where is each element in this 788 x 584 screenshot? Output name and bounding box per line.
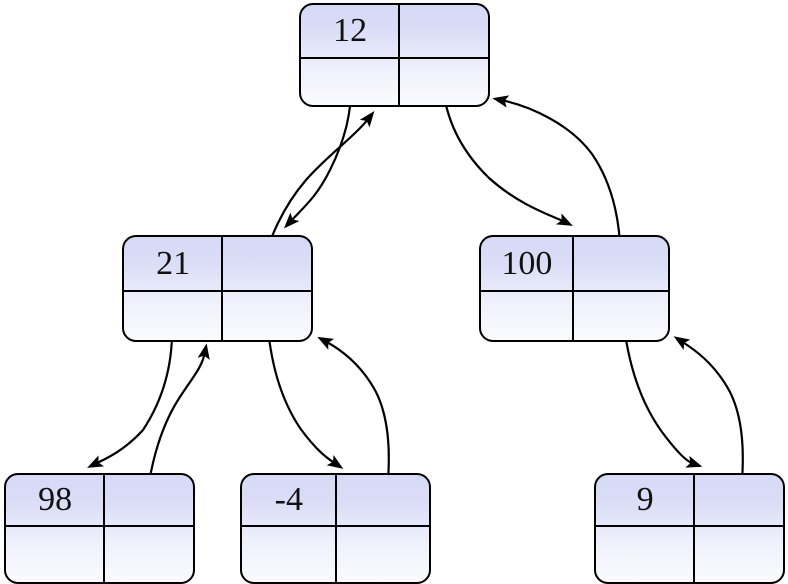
node-value-label: -4 — [274, 481, 303, 519]
node-value-cell: 98 — [6, 475, 104, 526]
tree-node[interactable]: 9 — [594, 473, 785, 584]
node-vertical-divider — [571, 237, 574, 340]
node-horizontal-divider — [6, 524, 193, 527]
tree-node[interactable]: 100 — [479, 235, 670, 342]
node-value-cell: 9 — [596, 475, 694, 526]
node-value-label: 21 — [156, 245, 191, 283]
tree-node[interactable]: -4 — [240, 473, 431, 584]
node-parent-slot — [104, 475, 193, 526]
node-horizontal-divider — [481, 290, 668, 293]
node-vertical-divider — [693, 475, 696, 582]
node-horizontal-divider — [124, 290, 311, 293]
node-value-cell: 100 — [481, 237, 573, 291]
node-horizontal-divider — [596, 524, 783, 527]
node-vertical-divider — [103, 475, 106, 582]
node-parent-slot — [222, 237, 311, 291]
node-left-child-slot — [481, 291, 573, 340]
node-left-child-slot — [596, 526, 694, 583]
node-value-cell: 12 — [301, 5, 399, 58]
node-left-child-slot — [301, 58, 399, 105]
tree-node[interactable]: 21 — [122, 235, 313, 342]
node-left-child-slot — [6, 526, 104, 583]
node-value-cell: -4 — [242, 475, 336, 526]
node-right-child-slot — [222, 291, 311, 340]
node-value-label: 9 — [636, 481, 654, 519]
node-parent-slot — [336, 475, 429, 526]
node-value-label: 98 — [38, 481, 73, 519]
node-value-label: 12 — [333, 12, 368, 50]
node-horizontal-divider — [242, 524, 429, 527]
node-vertical-divider — [334, 475, 337, 582]
node-horizontal-divider — [301, 56, 488, 59]
node-right-child-slot — [573, 291, 668, 340]
node-right-child-slot — [104, 526, 193, 583]
tree-node[interactable]: 12 — [299, 3, 490, 107]
node-parent-slot — [573, 237, 668, 291]
tree-node[interactable]: 98 — [4, 473, 195, 584]
node-vertical-divider — [398, 5, 401, 105]
node-value-label: 100 — [501, 245, 553, 283]
node-right-child-slot — [399, 58, 488, 105]
node-right-child-slot — [336, 526, 429, 583]
node-parent-slot — [694, 475, 783, 526]
node-left-child-slot — [124, 291, 222, 340]
node-parent-slot — [399, 5, 488, 58]
node-vertical-divider — [221, 237, 224, 340]
node-left-child-slot — [242, 526, 336, 583]
node-value-cell: 21 — [124, 237, 222, 291]
node-right-child-slot — [694, 526, 783, 583]
